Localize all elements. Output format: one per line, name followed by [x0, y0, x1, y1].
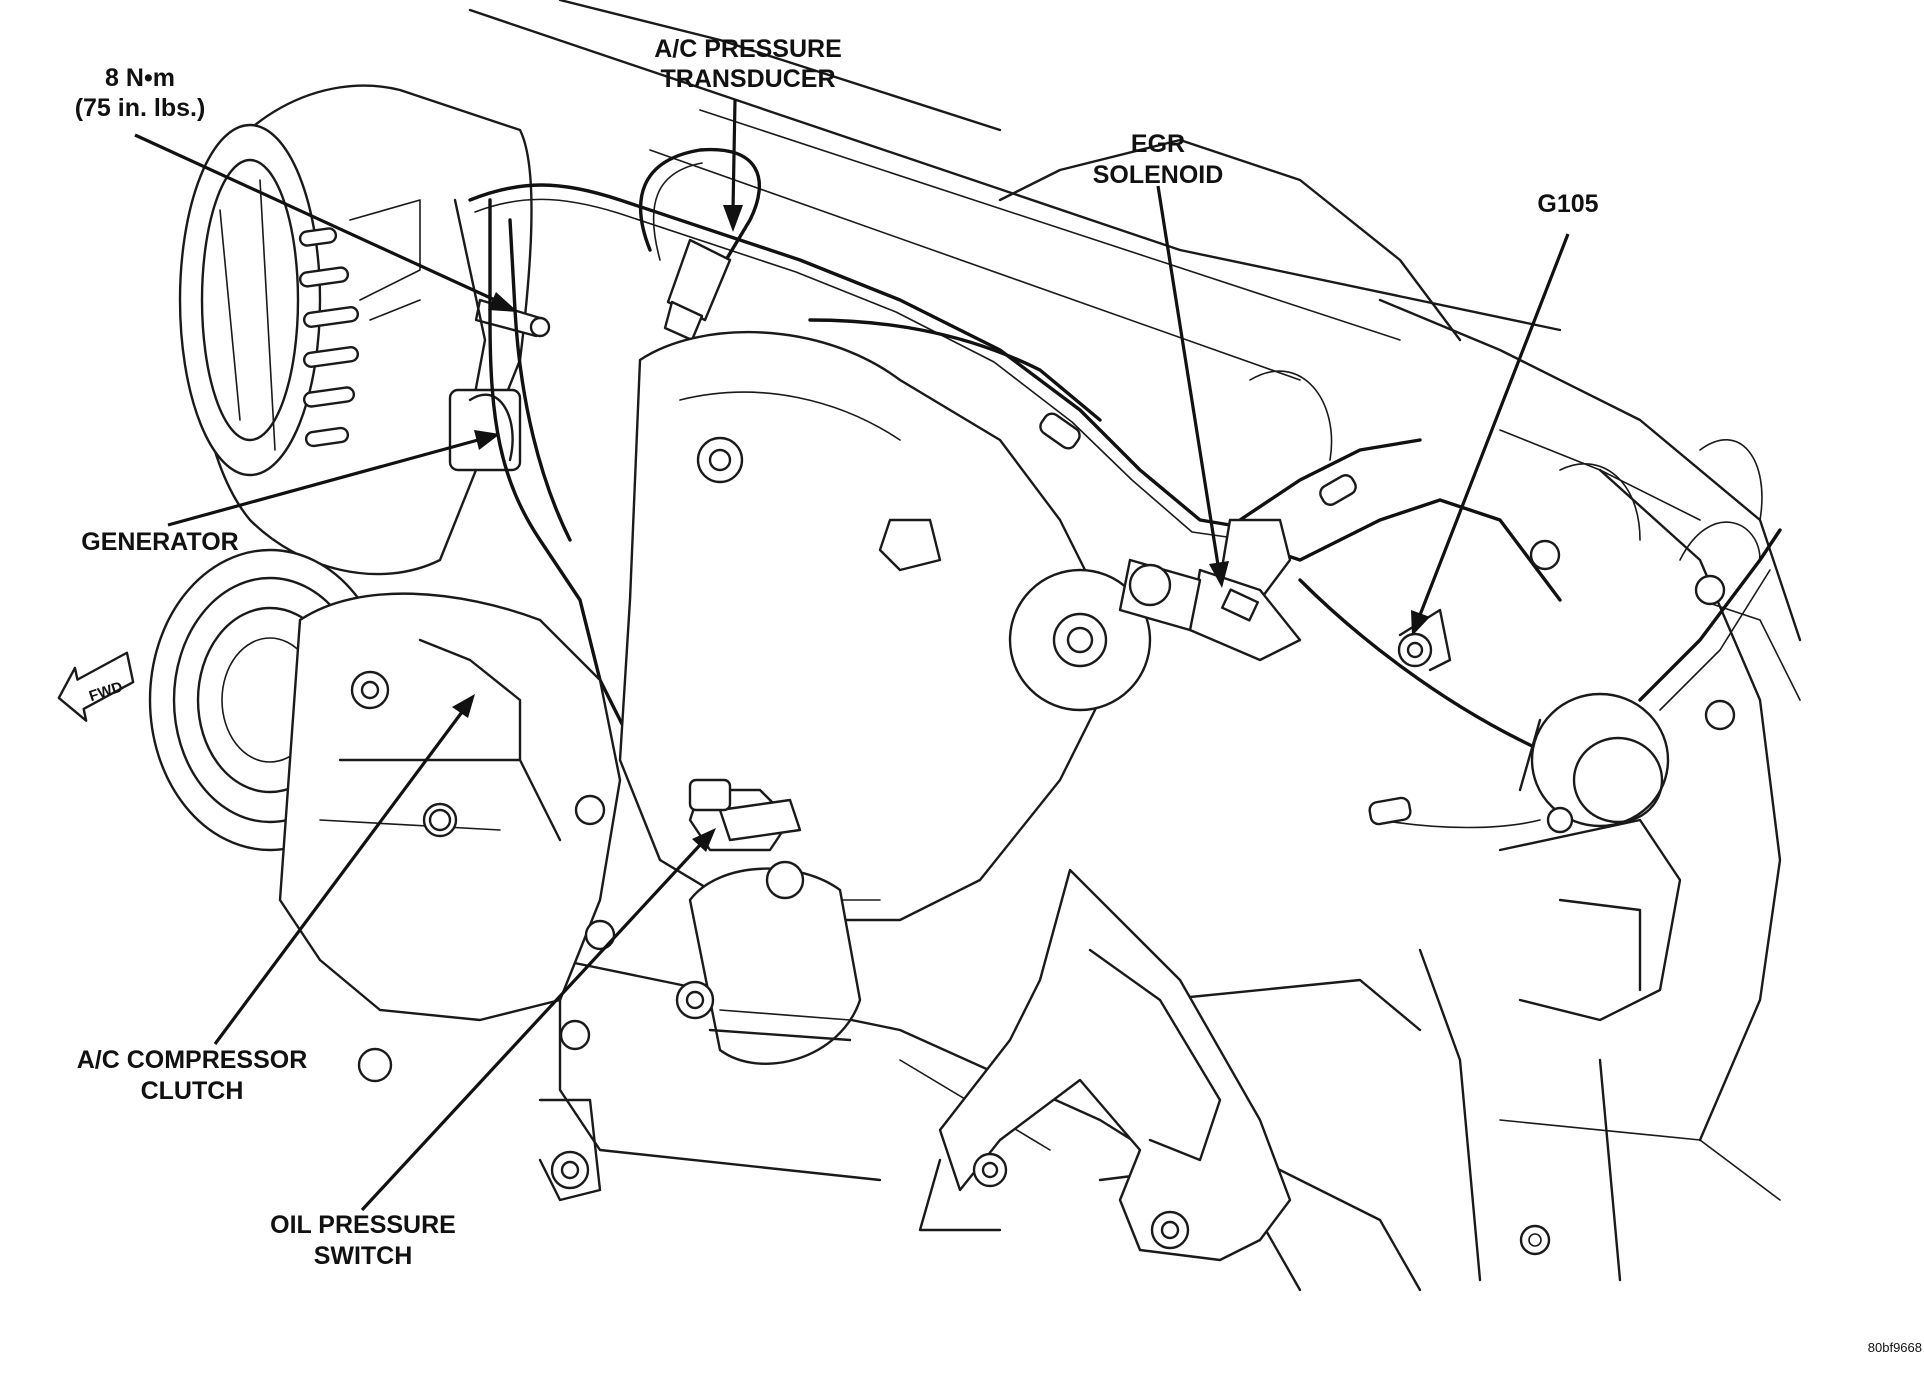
central-housing — [618, 330, 1152, 922]
leader-ac-clutch — [213, 711, 464, 1045]
leader-g105 — [1418, 233, 1570, 616]
mount-bracket — [918, 868, 1292, 1262]
leader-egr — [1156, 185, 1220, 566]
canister-component — [1518, 528, 1782, 834]
leader-torque — [134, 133, 496, 302]
callout-labels: 8 N•m (75 in. lbs.) A/C PRESSURE TRANSDU… — [75, 35, 1922, 1355]
egr-solenoid — [1118, 518, 1302, 662]
egr-label-line1: EGR — [1131, 130, 1185, 158]
wiring-harness — [468, 147, 1562, 829]
generator-body — [178, 84, 551, 576]
leader-ac-transducer — [731, 99, 737, 211]
ac-clutch-label-line1: A/C COMPRESSOR — [77, 1046, 308, 1074]
ac-transducer-label-line1: A/C PRESSURE — [654, 35, 842, 63]
fwd-arrow-icon: FWD — [57, 651, 135, 722]
figure-id: 80bf9668 — [1868, 1340, 1922, 1355]
g105-label: G105 — [1537, 190, 1598, 218]
ac-transducer-label-line2: TRANSDUCER — [661, 65, 836, 93]
oil-label-line1: OIL PRESSURE — [270, 1211, 456, 1239]
leader-generator — [167, 438, 479, 527]
torque-label-line2: (75 in. lbs.) — [75, 94, 206, 122]
ac-compressor — [148, 548, 622, 1202]
generator-cooling-fins — [298, 199, 421, 448]
leader-lines — [134, 99, 1570, 1212]
leader-oil — [360, 843, 702, 1212]
engine-block-background — [468, 0, 1802, 1292]
generator-label: GENERATOR — [81, 528, 238, 556]
oil-label-line2: SWITCH — [314, 1242, 413, 1270]
oil-pressure-switch — [688, 778, 802, 852]
ground-g105 — [1397, 608, 1452, 672]
ac-clutch-label-line2: CLUTCH — [141, 1077, 244, 1105]
torque-label-line1: 8 N•m — [105, 64, 175, 92]
oil-filter — [559, 860, 862, 1065]
egr-label-line2: SOLENOID — [1093, 161, 1224, 189]
